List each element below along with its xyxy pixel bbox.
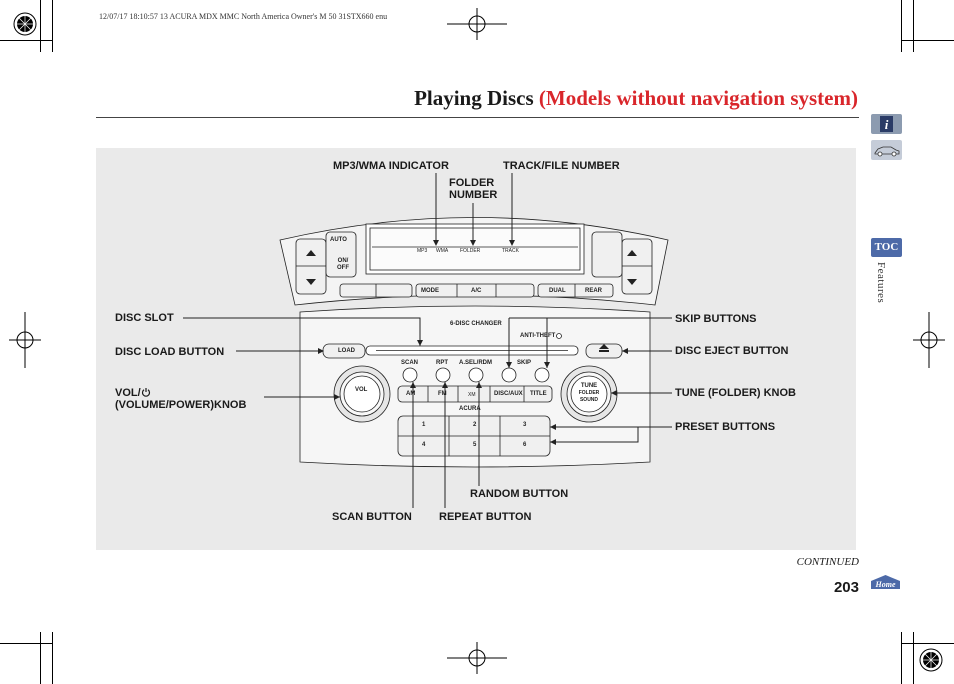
callout-folder-line1: FOLDER	[449, 177, 495, 189]
display-track-indicator: TRACK	[502, 248, 519, 254]
rpt-label: RPT	[436, 360, 448, 366]
display-wma-indicator: WMA	[436, 248, 449, 254]
band-fm-button[interactable]: FM	[438, 391, 447, 397]
callout-disc-slot: DISC SLOT	[115, 312, 174, 324]
callout-scan-button: SCAN BUTTON	[332, 511, 412, 523]
info-icon: i	[880, 116, 893, 132]
anti-theft-label: ANTI-THEFT	[520, 333, 556, 339]
band-xm-button[interactable]: XM	[468, 392, 476, 398]
disc-aux-button[interactable]: DISC/AUX	[494, 391, 523, 397]
callout-track-file-number: TRACK/FILE NUMBER	[503, 160, 620, 172]
callout-disc-eject-button: DISC EJECT BUTTON	[675, 345, 789, 357]
tune-knob-label[interactable]: TUNE FOLDER SOUND	[577, 383, 601, 404]
callout-skip-buttons: SKIP BUTTONS	[675, 313, 757, 325]
changer-label: 6-DISC CHANGER	[450, 321, 502, 327]
callout-folder-number: FOLDER NUMBER	[449, 177, 497, 201]
climate-auto-button[interactable]: AUTO	[330, 237, 347, 243]
power-icon	[141, 388, 150, 397]
vehicle-tab[interactable]	[871, 140, 902, 160]
continued-label: CONTINUED	[796, 556, 859, 568]
tune-label: TUNE	[580, 383, 598, 389]
home-button[interactable]: Home	[870, 574, 901, 590]
registration-target-bottom-right	[919, 648, 943, 672]
climate-rear-button[interactable]: REAR	[585, 288, 603, 294]
title-rule	[96, 117, 859, 118]
preset-button-4[interactable]: 4	[422, 442, 426, 448]
toc-label: TOC	[874, 241, 899, 253]
load-button-label[interactable]: LOAD	[338, 348, 355, 354]
asel-rdm-label: A.SEL/RDM	[459, 360, 492, 366]
home-icon: Home	[871, 575, 900, 589]
page-title-sub: (Models without navigation system)	[538, 86, 858, 110]
climate-ac-button[interactable]: A/C	[471, 288, 482, 294]
page-title-main: Playing Discs	[414, 86, 534, 110]
svg-text:Home: Home	[875, 580, 896, 589]
folder-label: FOLDER	[578, 390, 600, 396]
section-label: Features	[875, 262, 887, 304]
callout-vol-line1: VOL/	[115, 387, 141, 399]
display-folder-indicator: FOLDER	[460, 248, 481, 254]
preset-button-3[interactable]: 3	[523, 422, 527, 428]
sound-label: SOUND	[579, 397, 599, 403]
display-mp3-indicator: MP3	[417, 248, 428, 254]
title-button[interactable]: TITLE	[530, 391, 547, 397]
brand-logo: ACURA	[459, 406, 481, 412]
scan-label: SCAN	[401, 360, 419, 366]
skip-label: SKIP	[517, 360, 532, 366]
registration-target-top-left	[13, 12, 37, 36]
callout-folder-line2: NUMBER	[449, 189, 498, 201]
info-tab[interactable]: i	[871, 114, 902, 134]
callout-tune-knob: TUNE (FOLDER) KNOB	[675, 387, 796, 399]
print-info: 12/07/17 18:10:57 13 ACURA MDX MMC North…	[99, 12, 388, 21]
callout-random-button: RANDOM BUTTON	[470, 488, 569, 500]
car-icon	[874, 146, 900, 157]
toc-tab[interactable]: TOC	[871, 238, 902, 257]
climate-on-off-button[interactable]: ON/ OFF	[337, 258, 349, 271]
preset-button-2[interactable]: 2	[473, 422, 477, 428]
callout-mp3-wma-indicator: MP3/WMA INDICATOR	[333, 160, 449, 172]
page-number: 203	[833, 579, 859, 596]
vol-knob-label[interactable]: VOL	[355, 387, 368, 393]
page-title: Playing Discs (Models without navigation…	[414, 86, 858, 111]
preset-button-5[interactable]: 5	[473, 442, 477, 448]
svg-text:i: i	[885, 117, 889, 132]
preset-button-6[interactable]: 6	[523, 442, 527, 448]
preset-button-1[interactable]: 1	[422, 422, 426, 428]
climate-mode-button[interactable]: MODE	[421, 288, 439, 294]
callout-preset-buttons: PRESET BUTTONS	[675, 421, 776, 433]
climate-dual-button[interactable]: DUAL	[549, 288, 566, 294]
band-am-button[interactable]: AM	[406, 391, 416, 397]
callout-vol-line2: (VOLUME/POWER)KNOB	[115, 399, 247, 411]
callout-disc-load-button: DISC LOAD BUTTON	[115, 346, 225, 358]
callout-repeat-button: REPEAT BUTTON	[439, 511, 532, 523]
callout-vol-knob: VOL/ (VOLUME/POWER)KNOB	[115, 387, 246, 411]
